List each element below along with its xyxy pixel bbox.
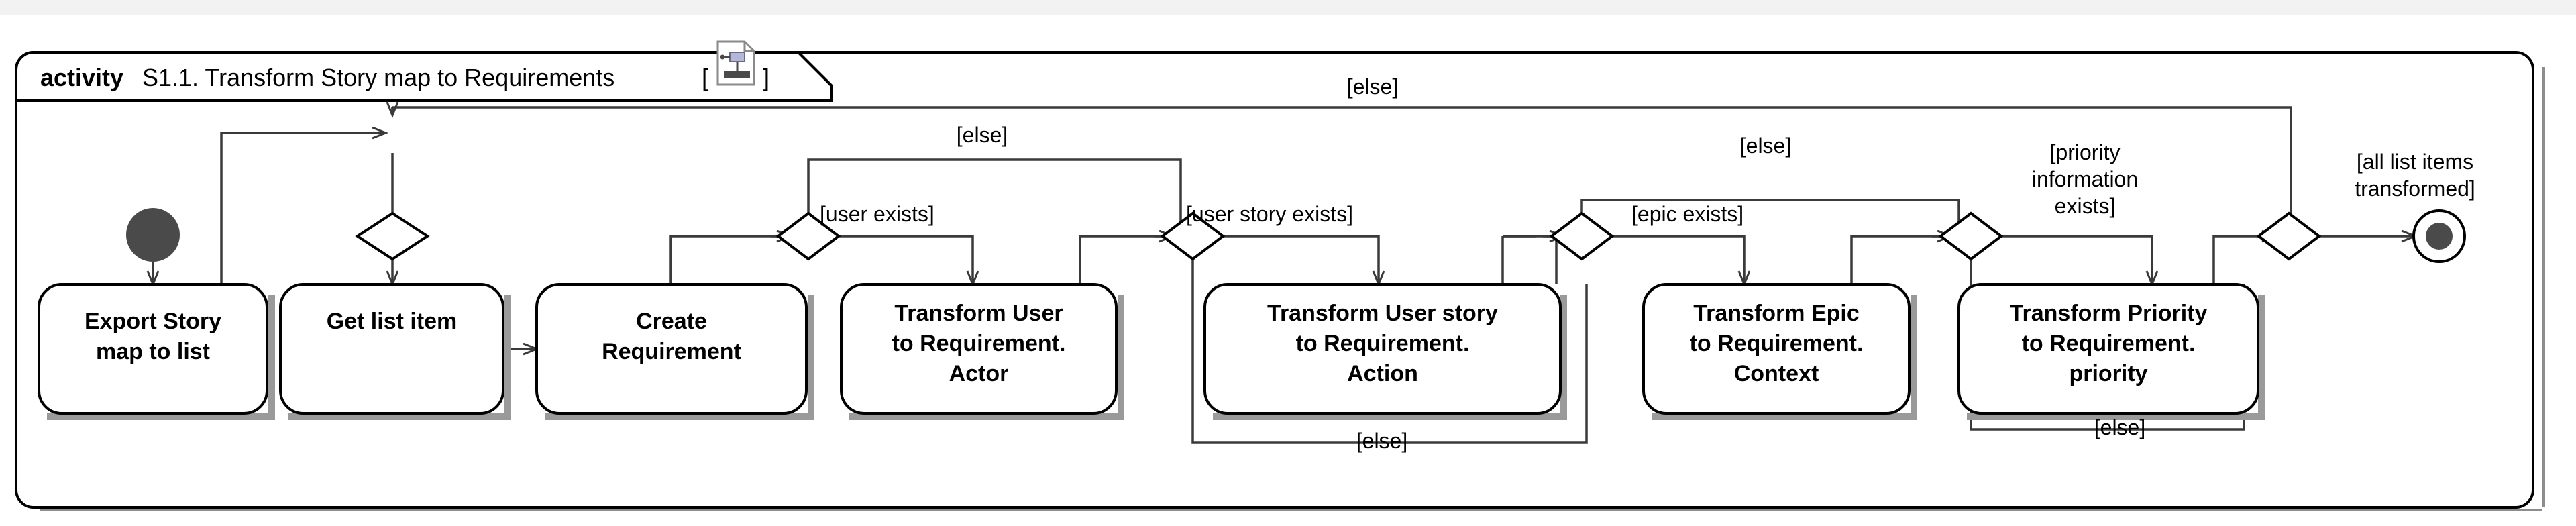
header-bracket-close: ] [763, 64, 769, 91]
action-transform-priority-to-requirement-priority[interactable]: Transform Priority to Requirement. prior… [1957, 283, 2265, 420]
activity-frame [15, 51, 2545, 511]
decision-list-loop[interactable] [355, 211, 430, 261]
edge-transform-user-to-story-decision [1079, 235, 1167, 284]
action-label-line: Transform User story [1267, 301, 1498, 326]
action-label-line: Transform User [894, 301, 1063, 326]
action-label-line: Action [1347, 361, 1418, 386]
guard-else-priority-bottom: [else] [2094, 415, 2145, 439]
action-label-line: to Requirement. [892, 331, 1066, 356]
guard-all-transformed-l2: transformed] [2355, 176, 2475, 201]
action-label-line: Actor [949, 361, 1009, 386]
action-get-list-item[interactable]: Get list item [279, 283, 511, 420]
guard-priority-exists-l2: information [2032, 167, 2138, 191]
edge-epic-exists-to-transform-epic [1605, 235, 1744, 284]
action-create-requirement[interactable]: Create Requirement [535, 283, 814, 420]
action-transform-user-story-to-requirement-action[interactable]: Transform User story to Requirement. Act… [1203, 283, 1567, 420]
guard-else-user: [else] [957, 123, 1008, 147]
action-label-line: Transform Epic [1693, 301, 1860, 326]
page-top-strip [0, 0, 2576, 15]
action-label-line: priority [2069, 361, 2147, 386]
edge-user-else-return [807, 158, 1182, 236]
merge-final[interactable] [2256, 211, 2322, 261]
action-transform-user-to-requirement-actor[interactable]: Transform User to Requirement. Actor [840, 283, 1124, 420]
guard-else-epic: [else] [1740, 134, 1791, 158]
action-transform-epic-to-requirement-context[interactable]: Transform Epic to Requirement. Context [1642, 283, 1917, 420]
action-label-line: Export Story [85, 309, 221, 334]
edge-createreq-to-user-decision-left [669, 235, 785, 284]
action-label-line: Create [636, 309, 707, 334]
edge-epic-to-priority-decision [1850, 235, 1945, 284]
action-label-line: to Requirement. [2022, 331, 2196, 356]
action-label-line: Get list item [327, 309, 458, 334]
activity-diagram-document-icon [716, 40, 755, 86]
guard-all-transformed-l1: [all list items [2357, 150, 2473, 174]
action-label-line: Context [1734, 361, 1819, 386]
decision-epic-exists[interactable] [1549, 211, 1615, 261]
action-label-line: to Requirement. [1296, 331, 1470, 356]
activity-final-node[interactable] [2412, 209, 2466, 263]
edge-story-exists-to-transform-story [1214, 235, 1379, 284]
initial-node[interactable] [126, 208, 180, 262]
guard-user-story-exists: [user story exists] [1186, 202, 1353, 226]
header-keyword: activity [40, 64, 123, 91]
action-label-line: to Requirement. [1690, 331, 1864, 356]
guard-else-story-bottom: [else] [1356, 429, 1407, 453]
action-label-line: Transform Priority [2010, 301, 2208, 326]
action-label-line: map to list [96, 339, 210, 364]
action-export-story-map-to-list[interactable]: Export Story map to list [38, 283, 275, 420]
edge-user-exists-to-transform-user [832, 235, 973, 284]
edge-priority-exists-to-transform-priority [1992, 235, 2152, 284]
guard-epic-exists: [epic exists] [1631, 202, 1743, 226]
guard-priority-exists-l3: exists] [2055, 194, 2116, 218]
header-title: S1.1. Transform Story map to Requirement… [142, 64, 614, 91]
guard-else-outer: [else] [1347, 74, 1398, 99]
decision-user-story-exists[interactable] [1160, 211, 1226, 261]
action-label-line: Requirement [602, 339, 741, 364]
decision-user-exists[interactable] [775, 211, 841, 261]
edge-priority-to-merge [2212, 235, 2271, 284]
edge-export-to-loop-decision [220, 132, 376, 284]
edge-epic-else-return [1580, 199, 1960, 236]
guard-priority-exists-l1: [priority [2050, 140, 2121, 164]
header-bracket-open: [ [702, 64, 708, 91]
decision-priority-exists[interactable] [1938, 211, 2004, 261]
edge-story-else-bottom-loop [1191, 256, 1588, 444]
edge-outer-else-return-top [392, 106, 2292, 221]
guard-user-exists: [user exists] [820, 202, 934, 226]
